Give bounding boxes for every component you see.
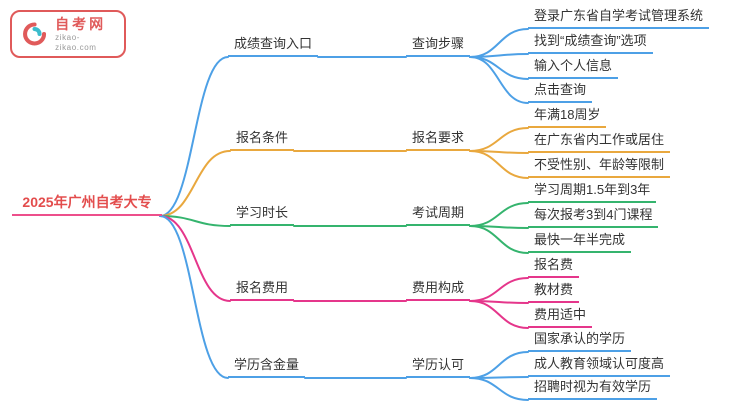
leaf-node: 找到“成绩查询”选项 xyxy=(528,33,653,54)
connector-sub2-leaf3 xyxy=(469,150,529,179)
sub-node-recognition: 学历认可 xyxy=(406,357,470,378)
sub-node-query-steps: 查询步骤 xyxy=(406,36,470,57)
connector-sub5-leaf1 xyxy=(469,351,529,379)
site-url: zikao-zikao.com xyxy=(55,32,97,52)
site-logo: 自考网 zikao-zikao.com xyxy=(10,10,126,58)
connector-sub4-leaf3 xyxy=(469,300,529,329)
leaf-node: 在广东省内工作或居住 xyxy=(528,132,671,153)
connector-sub1-leaf2 xyxy=(469,53,529,58)
connector-root-branch2 xyxy=(159,150,231,217)
connector-root-branch4 xyxy=(159,215,231,302)
connector-sub3-leaf3 xyxy=(469,225,529,254)
leaf-node: 年满18周岁 xyxy=(528,107,607,128)
branch-node-fees: 报名费用 xyxy=(230,280,294,301)
branch-node-study-duration: 学习时长 xyxy=(230,205,294,226)
leaf-node: 输入个人信息 xyxy=(528,58,619,79)
connector-root-branch1 xyxy=(159,56,229,217)
sub-node-signup-needs: 报名要求 xyxy=(406,130,470,151)
root-node: 2025年广州自考大专 xyxy=(12,193,162,216)
connector-sub1-leaf1 xyxy=(469,28,529,58)
site-name: 自考网 xyxy=(55,15,107,32)
branch-node-requirements: 报名条件 xyxy=(230,130,294,151)
sub-node-exam-cycle: 考试周期 xyxy=(406,205,470,226)
connector-sub2-leaf2 xyxy=(469,150,529,154)
leaf-node: 学习周期1.5年到3年 xyxy=(528,182,657,203)
leaf-node: 每次报考3到4门课程 xyxy=(528,207,659,228)
connector-root-branch5 xyxy=(159,215,229,379)
branch-node-degree-value: 学历含金量 xyxy=(228,357,305,378)
leaf-node: 成人教育领域认可度高 xyxy=(528,356,671,377)
leaf-node: 报名费 xyxy=(528,257,580,278)
connector-sub4-leaf1 xyxy=(469,277,529,302)
leaf-node: 国家承认的学历 xyxy=(528,331,632,352)
connector-sub4-leaf2 xyxy=(469,300,529,304)
sub-node-fee-structure: 费用构成 xyxy=(406,280,470,301)
connector-sub2-leaf1 xyxy=(469,127,529,152)
leaf-node: 教材费 xyxy=(528,282,580,303)
leaf-node: 招聘时视为有效学历 xyxy=(528,379,658,400)
branch-node-scores-entry: 成绩查询入口 xyxy=(228,36,318,57)
leaf-node: 不受性别、年龄等限制 xyxy=(528,157,671,178)
connector-sub5-leaf3 xyxy=(469,377,529,401)
connector-sub3-leaf1 xyxy=(469,202,529,227)
logo-text-block: 自考网 zikao-zikao.com xyxy=(55,16,115,53)
connector-sub1-leaf4 xyxy=(469,56,529,104)
leaf-node: 最快一年半完成 xyxy=(528,232,632,253)
leaf-node: 登录广东省自学考试管理系统 xyxy=(528,8,710,29)
leaf-node: 点击查询 xyxy=(528,82,593,103)
connector-sub5-leaf2 xyxy=(469,376,529,379)
connector-sub1-leaf3 xyxy=(469,56,529,80)
connector-sub3-leaf2 xyxy=(469,225,529,229)
zikao-logo-icon xyxy=(23,22,47,46)
connector-root-branch3 xyxy=(159,215,231,227)
leaf-node: 费用适中 xyxy=(528,307,593,328)
